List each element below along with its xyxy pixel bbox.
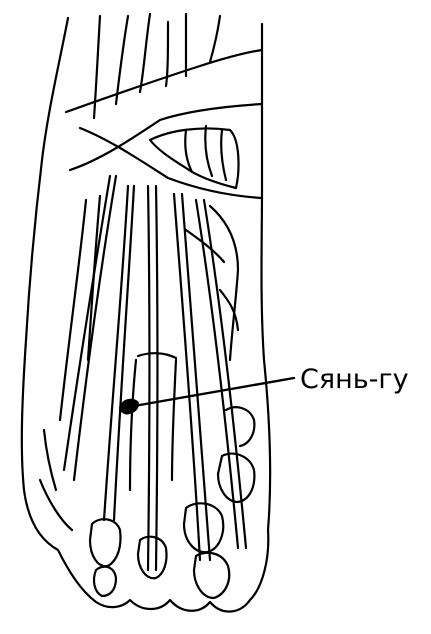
acupoint-label: Сянь-гу [300, 364, 409, 395]
leg-tendon [166, 22, 168, 86]
extensor-tendon [156, 186, 158, 570]
phalanx [218, 454, 254, 502]
phalanx [226, 407, 254, 446]
tarsal-detail [185, 126, 226, 180]
phalanx [138, 537, 167, 578]
metatarsal [60, 196, 100, 420]
leg-tendon [140, 14, 150, 92]
phalanx [94, 567, 116, 596]
phalanx [90, 519, 121, 566]
metatarsal [130, 360, 176, 490]
leg-tendon [210, 16, 220, 62]
extensor-tendon [196, 200, 238, 548]
phalanx [44, 430, 56, 490]
leg-tendon [94, 16, 100, 118]
phalanx [184, 503, 223, 552]
extensor-tendon [148, 186, 150, 570]
